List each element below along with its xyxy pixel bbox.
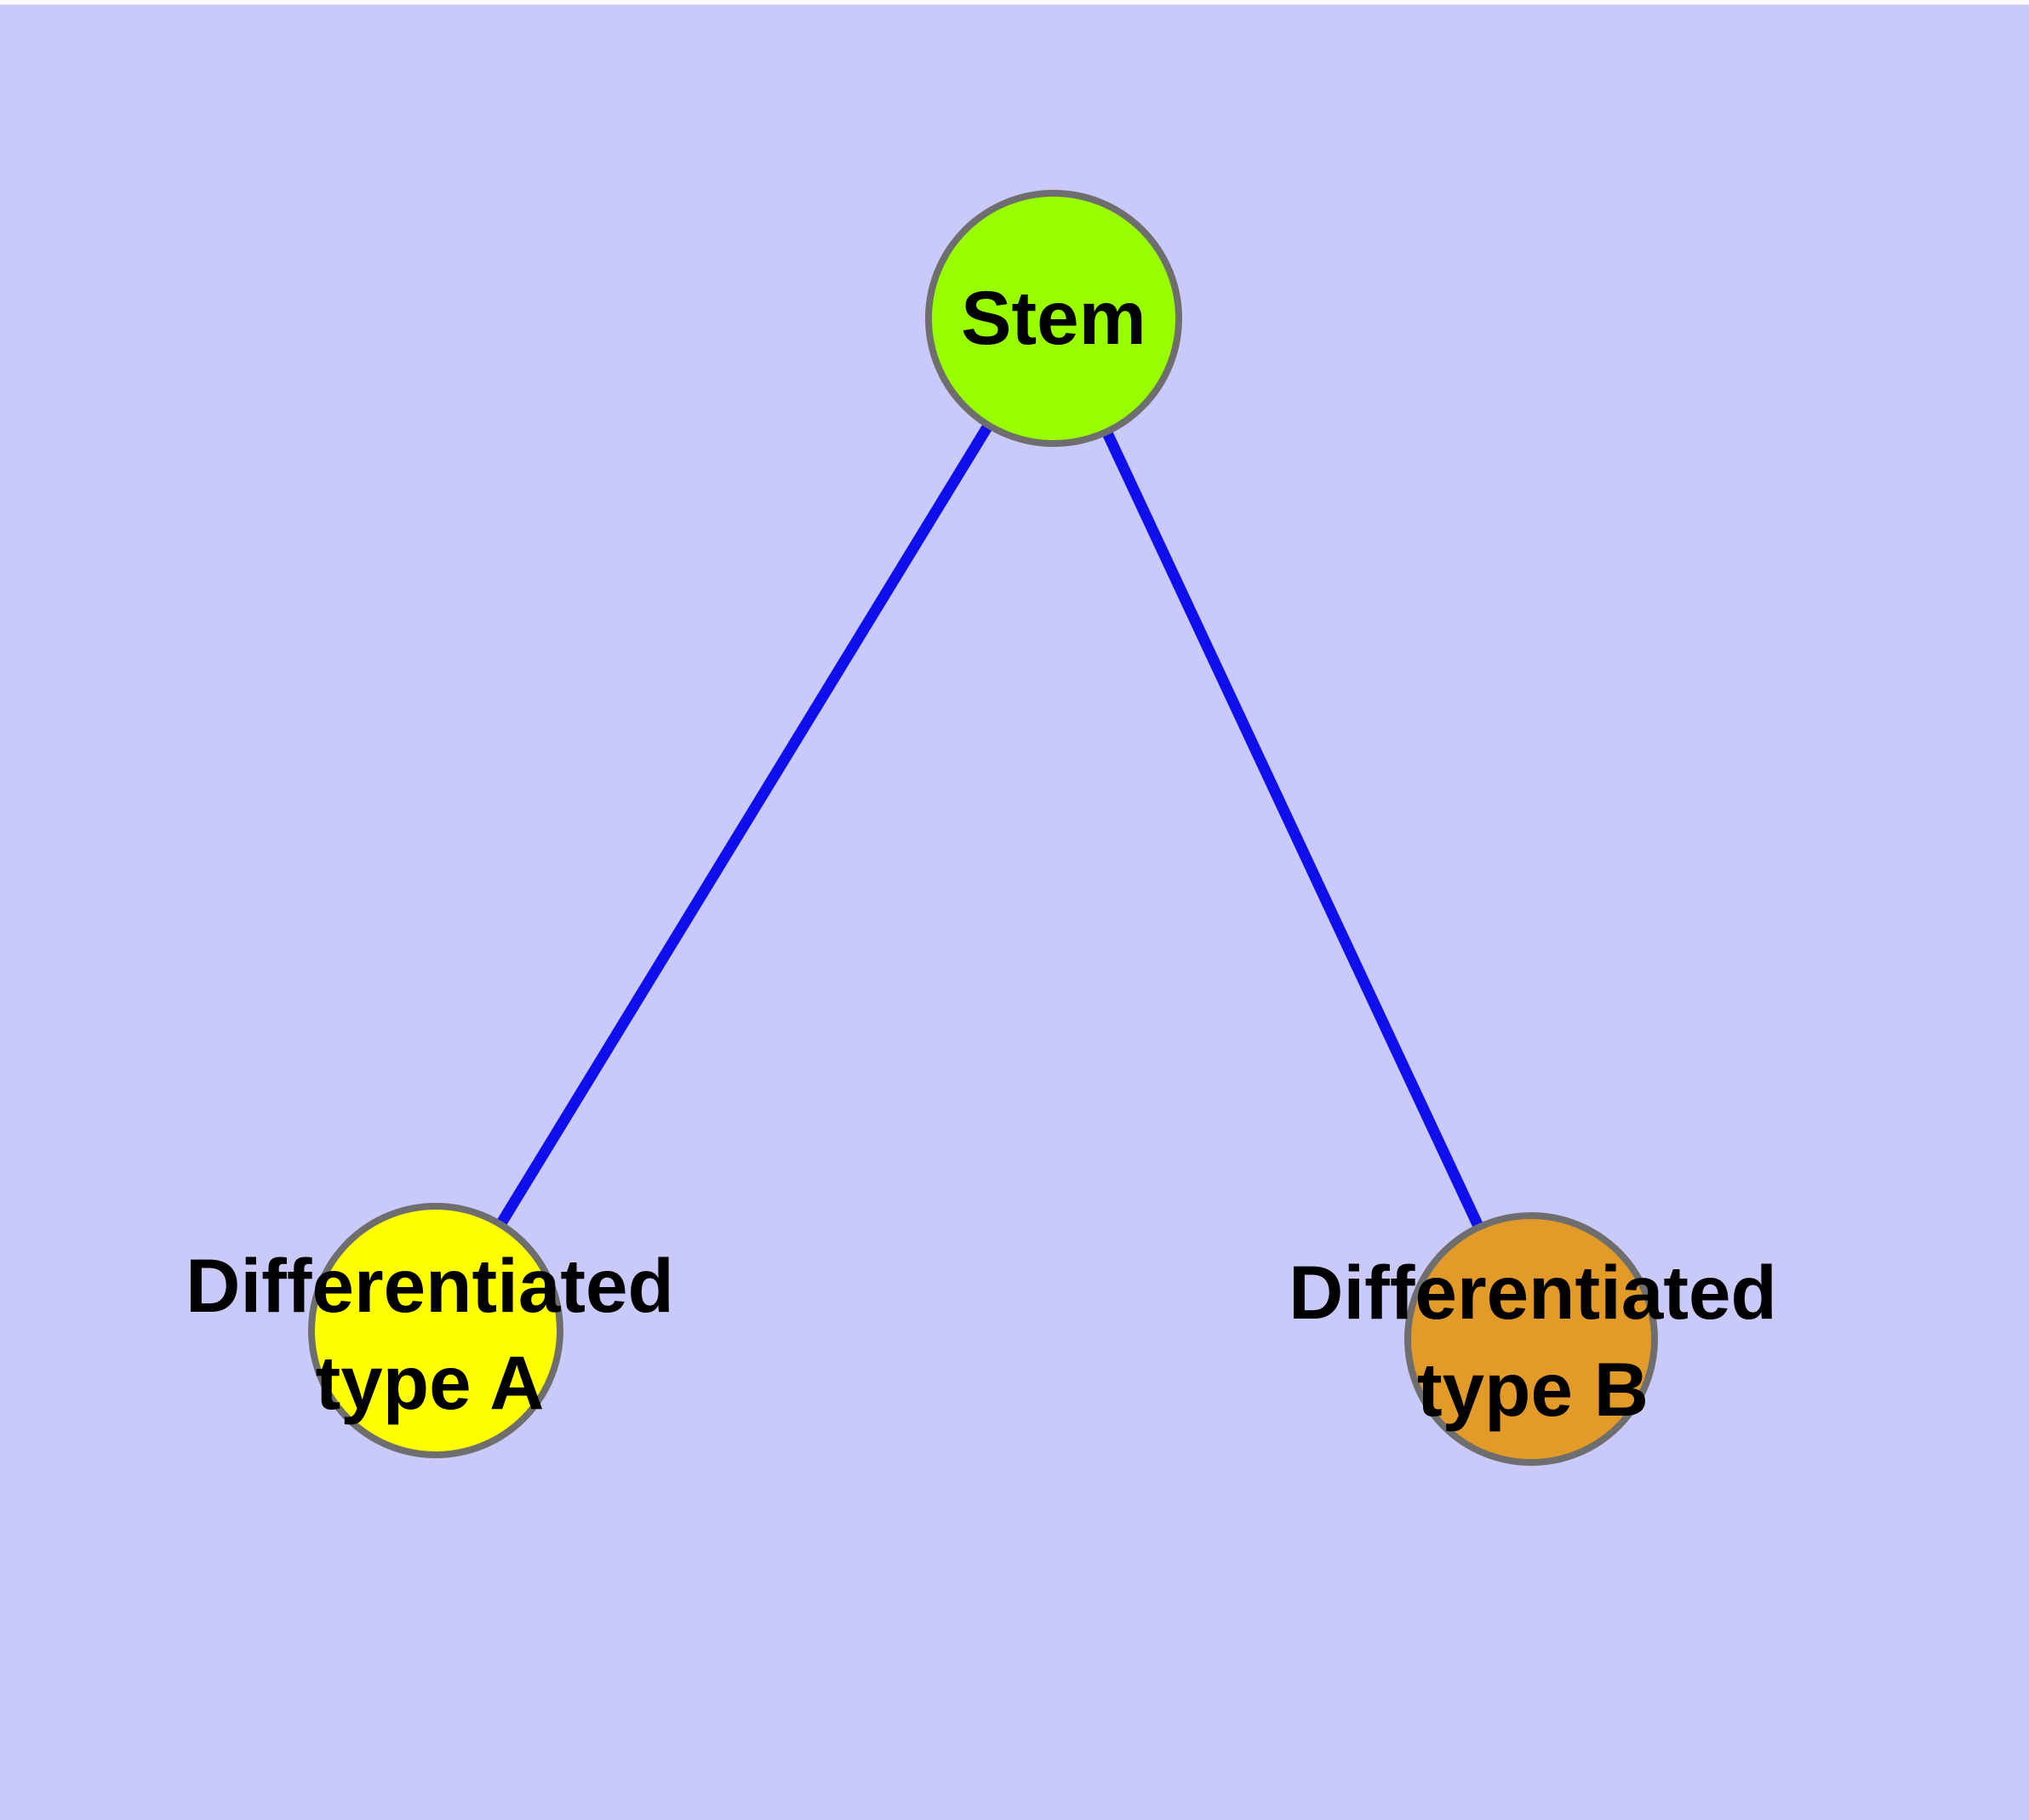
canvas-top-edge: [0, 0, 2029, 5]
node-differentiated-type-a[interactable]: [308, 1203, 563, 1458]
edge-stem-to-differentiated-type-b[interactable]: [1049, 316, 1536, 1342]
edge-stem-to-differentiated-type-a[interactable]: [431, 315, 1059, 1334]
node-stem[interactable]: [925, 190, 1182, 447]
node-differentiated-type-b[interactable]: [1404, 1212, 1658, 1466]
